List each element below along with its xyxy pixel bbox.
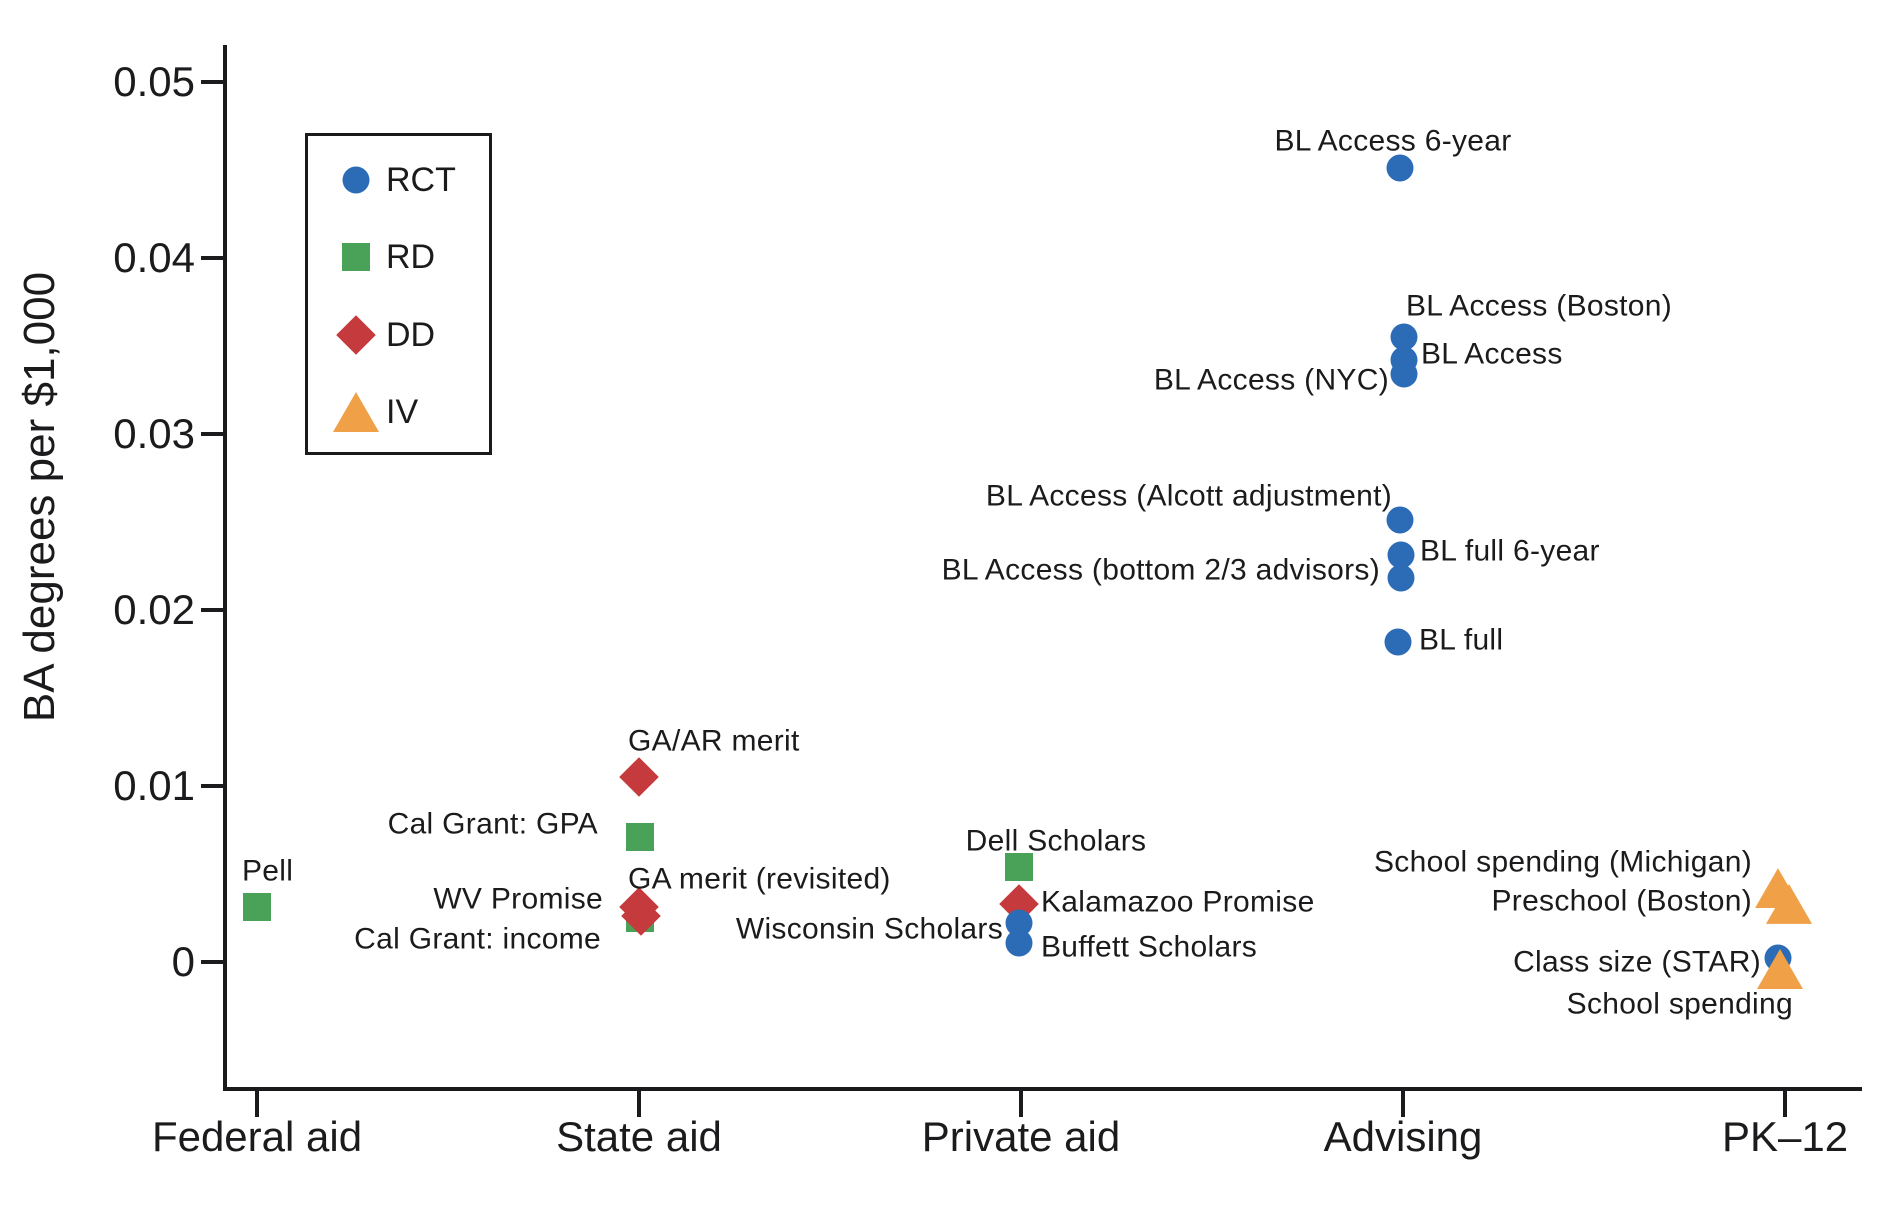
x-tick-label: PK–12: [1721, 1113, 1849, 1160]
data-point: [1384, 628, 1412, 656]
y-tick-label: 0.01: [113, 762, 195, 809]
point-label: BL Access (bottom 2/3 advisors): [941, 553, 1380, 587]
point-label: BL Access (Boston): [1406, 289, 1673, 323]
x-tick-mark: [1401, 1091, 1405, 1117]
point-label: BL Access (Alcott adjustment): [985, 479, 1392, 513]
y-tick-label: 0.04: [113, 234, 195, 281]
point-label: Pell: [242, 854, 294, 888]
point-label: WV Promise: [433, 882, 603, 916]
x-tick-mark: [1783, 1091, 1787, 1117]
x-tick-label: Federal aid: [151, 1113, 363, 1160]
y-tick-label: 0.05: [113, 58, 195, 105]
x-tick-label: Advising: [1323, 1113, 1483, 1160]
data-point: [243, 893, 271, 922]
x-tick-label: State aid: [556, 1113, 722, 1160]
legend: RCT RD DD IV: [305, 133, 492, 455]
data-point: [1390, 323, 1418, 351]
legend-item-label: RCT: [386, 161, 456, 199]
triangle-legend-marker: [333, 392, 379, 432]
y-tick-mark: [201, 784, 223, 788]
legend-item-label: DD: [386, 316, 436, 354]
data-point: [1387, 564, 1415, 592]
data-point: [626, 823, 654, 852]
data-point: [1386, 506, 1414, 534]
point-label: School spending: [1566, 987, 1793, 1021]
y-tick-label: 0.03: [113, 410, 195, 457]
point-label: Class size (STAR): [1513, 945, 1761, 979]
x-tick-mark: [637, 1091, 641, 1117]
y-tick-mark: [201, 256, 223, 260]
square-legend-marker: [342, 243, 370, 271]
x-tick-label: Private aid: [921, 1113, 1121, 1160]
point-label: Dell Scholars: [965, 824, 1147, 858]
point-label: Kalamazoo Promise: [1041, 885, 1315, 919]
legend-item-label: IV: [386, 393, 419, 431]
circle-legend-marker: [342, 166, 370, 194]
y-axis-line: [223, 45, 227, 1091]
point-label: Buffett Scholars: [1041, 930, 1258, 964]
point-label: BL full 6-year: [1420, 534, 1600, 568]
data-point: [1387, 541, 1415, 569]
point-label: Preschool (Boston): [1491, 884, 1752, 918]
y-tick-mark: [201, 80, 223, 84]
data-point: [1005, 852, 1033, 881]
y-axis-title: BA degrees per $1,000: [15, 271, 64, 723]
point-label: Cal Grant: GPA: [387, 807, 598, 841]
data-point: [1005, 929, 1033, 957]
point-label: Wisconsin Scholars: [735, 912, 1003, 946]
legend-item-label: RD: [386, 238, 436, 276]
data-point: [619, 757, 659, 797]
y-tick-mark: [201, 432, 223, 436]
point-label: BL Access (NYC): [1153, 363, 1389, 397]
point-label: GA/AR merit: [628, 724, 800, 758]
point-label: BL Access 6-year: [1274, 124, 1512, 158]
point-label: BL full: [1419, 623, 1504, 657]
data-point: [1390, 360, 1418, 388]
x-tick-mark: [255, 1091, 259, 1117]
data-point: [1386, 154, 1414, 182]
y-tick-label: 0.02: [113, 586, 195, 633]
point-label: GA merit (revisited): [628, 862, 891, 896]
x-axis-line: [223, 1087, 1862, 1091]
point-label: BL Access: [1421, 337, 1563, 371]
y-tick-label: 0: [171, 938, 195, 985]
y-tick-mark: [201, 608, 223, 612]
diamond-legend-marker: [336, 315, 376, 355]
y-tick-mark: [201, 960, 223, 964]
x-tick-mark: [1019, 1091, 1023, 1117]
point-label: Cal Grant: income: [354, 922, 601, 956]
point-label: School spending (Michigan): [1373, 845, 1752, 879]
